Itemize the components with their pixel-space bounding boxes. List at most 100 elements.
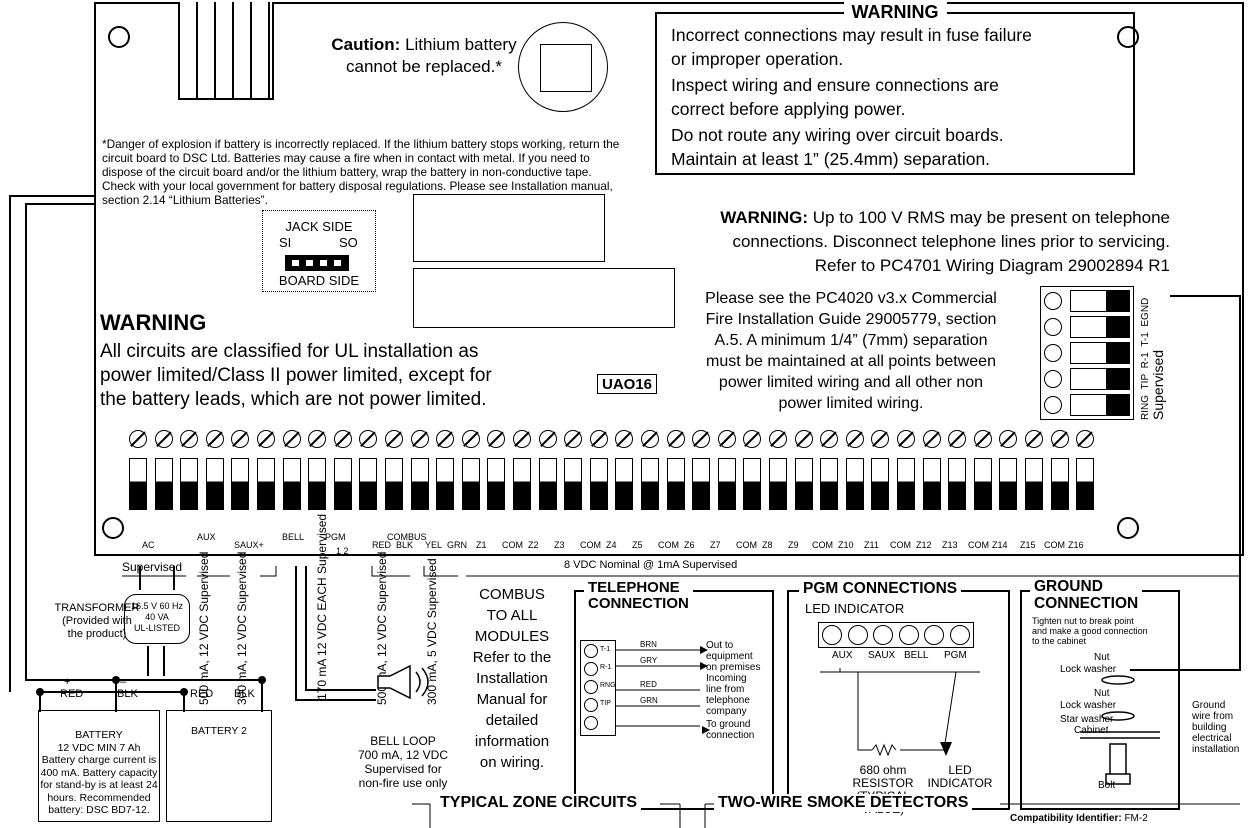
pgm-box-title: PGM CONNECTIONS [799, 580, 962, 598]
terminal-label: Z11 [864, 540, 879, 550]
ground-bolt: Bolt [1098, 780, 1116, 791]
mounting-hole [108, 26, 130, 48]
tel-mini-screw [584, 644, 598, 658]
terminal-block [615, 458, 634, 510]
zone-circuits-title: TYPICAL ZONE CIRCUITS [436, 794, 642, 812]
terminal-block [1025, 458, 1043, 510]
ic-chip [413, 194, 605, 262]
compat-id: Compatibility Identifier: FM-2 [1010, 813, 1148, 824]
terminal-block [973, 458, 992, 510]
terminal-block [948, 458, 967, 510]
terminal-label: Z1 [476, 540, 487, 550]
terminal-block [180, 458, 199, 510]
uao16-label: UAO16 [597, 374, 657, 394]
screw-icon [973, 430, 992, 448]
terminal-label: Z9 [788, 540, 799, 550]
terminal-block [743, 458, 762, 510]
terminal-block [538, 458, 557, 510]
ground-nut: Nut [1094, 652, 1110, 663]
screw-icon [308, 430, 327, 448]
screw-icon [692, 430, 711, 448]
terminal-block [999, 458, 1018, 510]
screw-icon [1050, 430, 1069, 448]
screw-terminal [1024, 430, 1046, 512]
ac-supervised-label: Supervised [122, 560, 183, 574]
tel-mini-label: TIP [600, 700, 611, 707]
jumper-header [285, 255, 349, 271]
terminal-label: YEL [425, 540, 443, 550]
screw-icon [1076, 430, 1095, 448]
screw-terminal [845, 430, 867, 512]
terminal-block [897, 458, 915, 510]
ic-chip [413, 268, 675, 328]
terminal-label: AUX [197, 532, 216, 542]
screw-icon [129, 430, 147, 448]
pgm-screw-icon [924, 625, 944, 645]
terminal-block [359, 458, 378, 510]
terminal-label: RED [372, 540, 392, 550]
tel-mini-label: RNG [600, 682, 616, 689]
screw-terminal [614, 430, 636, 512]
screw-icon [205, 430, 224, 448]
wiring-warning-box: WARNING Incorrect connections may result… [655, 2, 1135, 175]
screw-terminal [1050, 430, 1072, 512]
tel-mini-screw [584, 662, 598, 676]
screw-terminal [384, 430, 406, 512]
lithium-danger-note: *Danger of explosion if battery is incor… [102, 137, 620, 207]
screw-icon [922, 430, 941, 448]
screw-terminal [256, 430, 278, 512]
warning-box-title: WARNING [843, 2, 947, 22]
ground-cabinet: Cabinet [1074, 725, 1109, 736]
pgm-terminal-block [818, 622, 974, 648]
ground-starwasher: Star washer [1060, 714, 1114, 725]
terminal-label: COM [658, 540, 679, 550]
warning-line: or improper operation. [671, 49, 844, 69]
terminal-block [1076, 458, 1095, 510]
screw-icon [282, 430, 301, 448]
terminal-label: Z13 [942, 540, 958, 550]
pgm-saux: SAUX [868, 650, 896, 661]
screw-terminal [486, 430, 508, 512]
screw-icon [948, 430, 967, 448]
si-label: SI [279, 235, 292, 250]
tel-mini-label: T-1 [600, 646, 611, 653]
terminal-label: AC [142, 540, 155, 550]
tel-mini-screw [584, 716, 598, 730]
mounting-hole [102, 517, 124, 539]
warning-line: Maintain at least 1” (25.4mm) separation… [671, 149, 991, 169]
terminal-label: COM [736, 540, 757, 550]
terminal-label: Z14 [992, 540, 1008, 550]
terminal-label: COM [968, 540, 989, 550]
terminal-block [385, 458, 403, 510]
terminal-label: Z3 [554, 540, 565, 550]
screw-terminal [691, 430, 713, 512]
screw-terminal [538, 430, 560, 512]
screw-terminal [717, 430, 739, 512]
pgm-aux: AUX [832, 650, 853, 661]
terminal-block [154, 458, 173, 510]
terminal-label: Z15 [1020, 540, 1036, 550]
board-side-label: BOARD SIDE [278, 273, 360, 288]
battery1-plus: + [64, 676, 71, 688]
pgm-screw-icon [847, 625, 868, 645]
screw-icon [513, 430, 531, 448]
screw-icon [641, 430, 659, 448]
lithium-battery-holder [540, 44, 592, 92]
terminal-block [308, 458, 327, 510]
ul-warning-title: WARNING [100, 310, 207, 335]
terminal-block [769, 458, 787, 510]
jack-side-label: JACK SIDE [285, 219, 353, 234]
screw-terminal [128, 430, 150, 512]
terminal-label: SAUX+ [234, 540, 264, 550]
screw-icon [231, 430, 250, 448]
screw-icon [666, 430, 685, 448]
terminal-label: Z7 [710, 540, 721, 550]
screw-terminal [998, 430, 1020, 512]
